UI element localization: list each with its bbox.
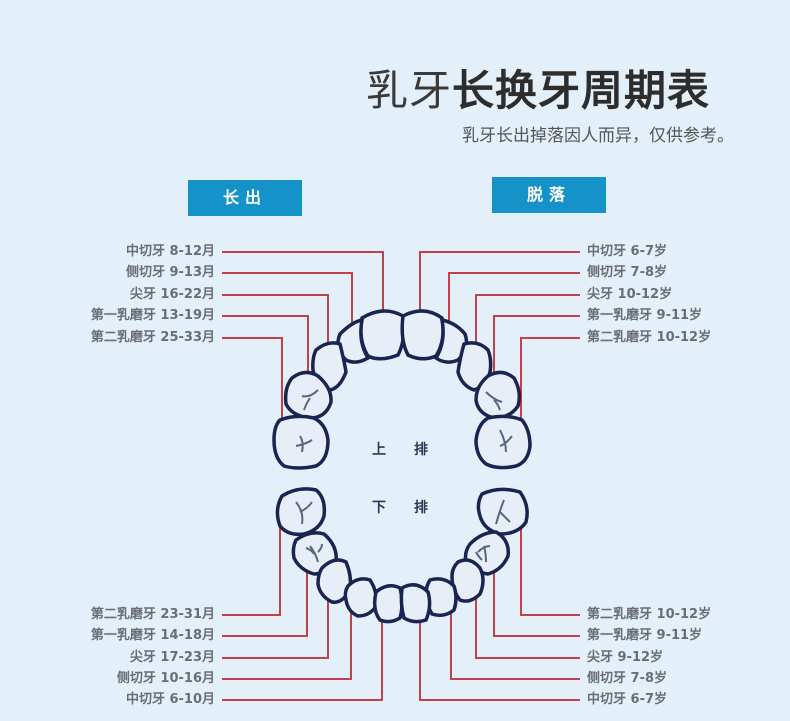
upper-left-central-incisor xyxy=(359,309,406,361)
lower-grow-first-molar: 第一乳磨牙 14-18月 xyxy=(90,628,215,643)
lower-shed-lateral-incisor: 侧切牙 7-8岁 xyxy=(587,671,668,686)
lower-right-central-incisor xyxy=(399,583,432,624)
lower-right-canine xyxy=(450,558,485,603)
lower-arch xyxy=(275,487,529,624)
lower-grow-second-molar: 第二乳磨牙 23-31月 xyxy=(90,607,215,622)
upper-right-second-molar xyxy=(474,414,532,470)
title-light: 乳牙 xyxy=(366,66,453,115)
upper-grow-lateral-incisor: 侧切牙 9-13月 xyxy=(125,265,215,280)
upper-right-central-incisor xyxy=(400,309,445,361)
upper-molar-grooves xyxy=(295,389,513,453)
upper-grow-second-molar: 第二乳磨牙 25-33月 xyxy=(90,330,215,345)
lower-grow-lateral-incisor: 侧切牙 10-16月 xyxy=(116,671,215,686)
upper-shed-first-molar: 第一乳磨牙 9-11岁 xyxy=(587,308,703,323)
lower-shed-canine: 尖牙 9-12岁 xyxy=(587,650,664,665)
grow-header: 长出 xyxy=(188,180,302,216)
lower-shed-second-molar: 第二乳磨牙 10-12岁 xyxy=(587,607,712,622)
lower-grow-central-incisor: 中切牙 6-10月 xyxy=(125,692,215,707)
lower-label-2: 排 xyxy=(414,499,428,516)
lower-molar-grooves xyxy=(295,499,511,563)
upper-grow-first-molar: 第一乳磨牙 13-19月 xyxy=(90,308,215,323)
page-title: 乳牙长换牙周期表 xyxy=(366,66,710,116)
lower-label-1: 下 xyxy=(372,500,386,516)
lower-shed-central-incisor: 中切牙 6-7岁 xyxy=(587,692,668,707)
upper-label-1: 上 xyxy=(372,442,386,458)
lower-grow-canine: 尖牙 17-23月 xyxy=(129,650,215,665)
title-bold: 长换牙周期表 xyxy=(452,66,711,115)
shed-header: 脱落 xyxy=(492,177,606,213)
lower-left-central-incisor xyxy=(372,584,404,624)
upper-left-second-molar xyxy=(272,414,330,470)
connector-lines xyxy=(222,251,580,701)
upper-shed-second-molar: 第二乳磨牙 10-12岁 xyxy=(587,330,712,345)
upper-right-first-molar xyxy=(474,370,522,420)
lower-left-canine xyxy=(316,558,353,604)
upper-shed-canine: 尖牙 10-12岁 xyxy=(587,287,673,302)
upper-shed-central-incisor: 中切牙 6-7岁 xyxy=(587,244,668,259)
upper-grow-central-incisor: 中切牙 8-12月 xyxy=(125,244,215,259)
upper-arch xyxy=(272,309,532,470)
lower-right-second-molar xyxy=(476,487,529,536)
lower-shed-first-molar: 第一乳磨牙 9-11岁 xyxy=(587,628,703,643)
upper-label-2: 排 xyxy=(414,441,428,458)
subtitle: 乳牙长出掉落因人而异，仅供参考。 xyxy=(462,126,734,146)
upper-grow-canine: 尖牙 16-22月 xyxy=(129,287,215,302)
upper-shed-lateral-incisor: 侧切牙 7-8岁 xyxy=(587,265,668,280)
upper-right-lateral-incisor xyxy=(433,317,469,364)
lower-left-lateral-incisor xyxy=(343,577,379,618)
